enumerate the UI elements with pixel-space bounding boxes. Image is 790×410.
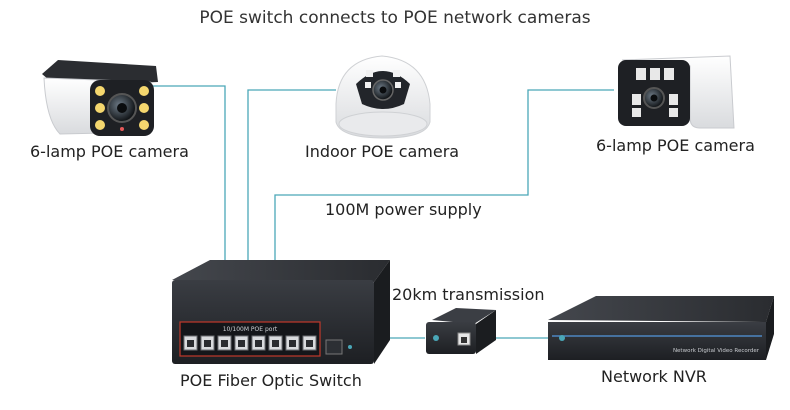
rj45-port-socket-icon: [204, 340, 211, 347]
camera-left-icon: [42, 60, 158, 136]
label-camera-right: 6-lamp POE camera: [596, 136, 755, 155]
rj45-port-socket-icon: [289, 340, 296, 347]
rj45-port-socket-icon: [187, 340, 194, 347]
media-converter-icon: [426, 308, 496, 354]
label-power-supply: 100M power supply: [325, 200, 482, 219]
camera-indoor-icon: [335, 55, 431, 139]
connection-lines: [150, 85, 614, 339]
nvr-icon: Network Digital Video Recorder: [548, 296, 774, 360]
rj45-port-socket-icon: [272, 340, 279, 347]
rj45-port-socket-icon: [255, 340, 262, 347]
label-camera-left: 6-lamp POE camera: [30, 142, 189, 161]
rj45-port-socket-icon: [221, 340, 228, 347]
label-switch: POE Fiber Optic Switch: [180, 371, 362, 390]
switch-ports: [183, 335, 317, 351]
poe-switch-icon: 10/100M POE port: [172, 260, 390, 364]
diagram-title: POE switch connects to POE network camer…: [199, 8, 591, 28]
rj45-port-socket-icon: [306, 340, 313, 347]
nvr-faceplate-label: Network Digital Video Recorder: [673, 348, 760, 354]
label-transmission: 20km transmission: [392, 285, 545, 304]
label-nvr: Network NVR: [601, 367, 707, 386]
rj45-port-socket-icon: [238, 340, 245, 347]
link-left-camera: [150, 85, 226, 262]
link-indoor-camera: [247, 89, 336, 262]
camera-right-icon: [618, 55, 735, 129]
link-right-camera: [274, 89, 614, 262]
label-camera-indoor: Indoor POE camera: [305, 142, 460, 161]
switch-port-label: 10/100M POE port: [223, 326, 278, 333]
